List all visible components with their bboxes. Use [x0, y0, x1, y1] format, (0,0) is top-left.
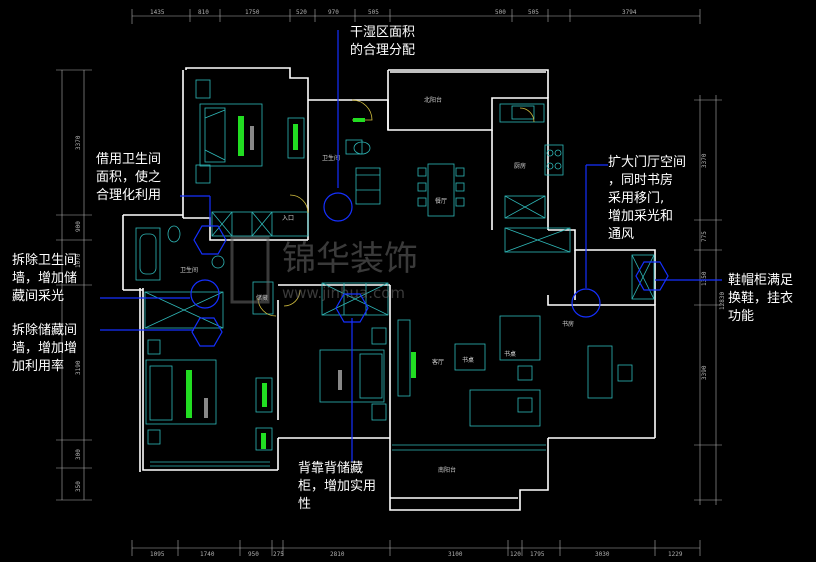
dim-top-6: 505 [368, 9, 379, 16]
dim-bottom-8: 1795 [530, 551, 545, 558]
highlight-marks [186, 116, 416, 449]
annotation-leaders [100, 30, 722, 462]
dim-top-1: 1435 [150, 9, 165, 16]
room-chair: 书桌 [504, 350, 516, 358]
note-shoe-cabinet: 鞋帽柜满足 换鞋，挂衣 功能 [728, 273, 794, 324]
room-labels: 北阳台 厨房 餐厅 卫生间 卫生间 入口 客厅 书房 南阳台 储藏 书桌 书桌 [180, 96, 574, 474]
dim-left-2: 900 [75, 221, 82, 232]
note-borrow-bath: 借用卫生间 面积，使之 合理化利用 [96, 152, 162, 203]
watermark-url: www.jinhua.com [282, 284, 405, 302]
room-bath-a: 卫生间 [322, 154, 340, 162]
dim-bottom-9: 3030 [595, 551, 610, 558]
dim-right-5: 12830 [719, 292, 726, 310]
note-enlarge-foyer: 扩大门厅空间 ，同时书房 采用移门, 增加采光和 通风 [608, 155, 687, 242]
note-remove-storage-wall: 拆除储藏间 墙，增加增 加利用率 [12, 323, 78, 374]
dim-bottom-10: 1229 [668, 551, 683, 558]
dim-top-2: 810 [198, 9, 209, 16]
doors [257, 99, 535, 317]
dim-bottom-6: 3100 [448, 551, 463, 558]
note-dry-wet: 干湿区面积 的合理分配 [350, 25, 416, 58]
dim-top-9: 3794 [622, 9, 637, 16]
dim-bottom-3: 950 [248, 551, 259, 558]
dimension-labels: 1435 810 1750 520 970 505 500 505 3794 1… [75, 9, 726, 558]
dim-right-2: 775 [701, 231, 708, 242]
dim-bottom-4: 275 [273, 551, 284, 558]
dim-right-1: 3370 [701, 153, 708, 168]
dim-bottom-7: 120 [510, 551, 521, 558]
dim-top-3: 1750 [245, 9, 260, 16]
room-desk: 书桌 [462, 356, 474, 364]
room-bath-b: 卫生间 [180, 266, 198, 274]
watermark: 锦华装饰 www.jinhua.com [230, 236, 418, 304]
dim-left-6: 350 [75, 481, 82, 492]
watermark-cn: 锦华装饰 [282, 239, 418, 279]
dim-right-4: 3390 [701, 365, 708, 380]
bed-pillow-marks [204, 126, 342, 418]
dim-top-7: 500 [495, 9, 506, 16]
dim-top-4: 520 [296, 9, 307, 16]
room-living: 客厅 [432, 358, 444, 366]
room-study: 书房 [562, 320, 574, 328]
walls [122, 67, 656, 511]
room-balcony-north: 北阳台 [424, 96, 442, 104]
dim-left-5: 300 [75, 449, 82, 460]
room-kitchen: 厨房 [514, 162, 526, 170]
note-back-storage: 背靠背储藏 柜，增加实用 性 [298, 461, 377, 512]
dim-bottom-5: 2810 [330, 551, 345, 558]
dimension-lines [56, 9, 722, 556]
note-remove-bath-wall: 拆除卫生间 墙，增加储 藏间采光 [12, 253, 78, 304]
room-storage: 储藏 [256, 294, 268, 302]
dim-left-1: 3370 [75, 135, 82, 150]
dim-left-4: 3190 [75, 360, 82, 375]
dim-bottom-1: 1095 [150, 551, 165, 558]
dim-right-3: 1350 [701, 271, 708, 286]
dim-bottom-2: 1740 [200, 551, 215, 558]
room-entry: 入口 [282, 215, 294, 222]
dim-top-8: 505 [528, 9, 539, 16]
dim-left-3: 1070 [75, 253, 82, 268]
room-dining: 餐厅 [435, 197, 447, 205]
dim-top-5: 970 [328, 9, 339, 16]
room-balcony-south: 南阳台 [438, 466, 456, 474]
